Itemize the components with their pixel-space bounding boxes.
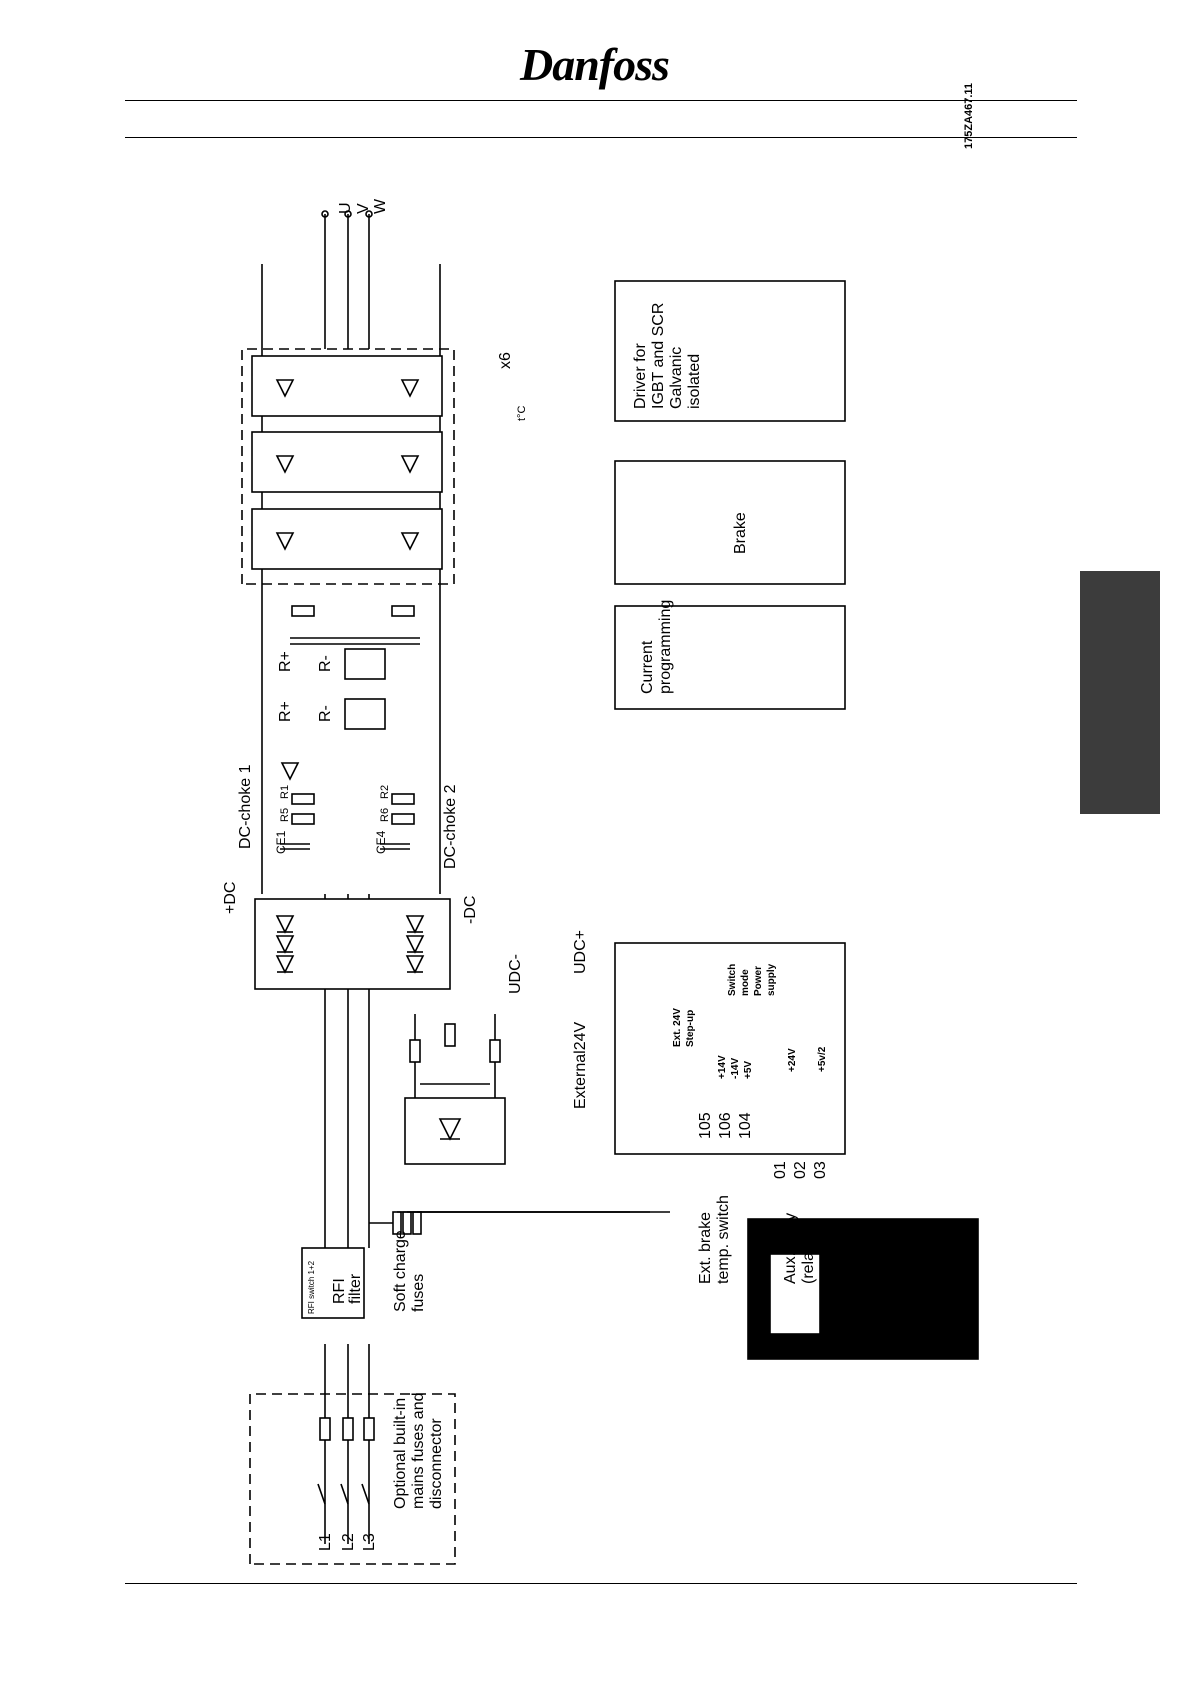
label-mode: mode [740,969,751,996]
keypad-display [769,1253,821,1335]
label-aux-relay: Aux. relay [782,1213,799,1284]
label-out-u: U [337,202,354,214]
danfoss-logo: Danfoss [520,34,670,94]
label-r2: R2 [379,785,391,799]
label-ce1: CE1 [274,830,288,854]
main-rectifier-box [254,898,451,990]
label-r-minus-1: R- [317,705,334,722]
label-rail-5v2: +5v/2 [817,1046,828,1072]
label-ext-brake: Ext. brake [697,1212,714,1284]
rectifier-diode-symbol [438,1118,462,1141]
label-rfi: RFI [331,1278,348,1304]
label-ce4: CE4 [374,830,388,854]
label-rail-minus14v: -14V [730,1058,741,1079]
brake-igbts [344,648,386,730]
label-term-03: 03 [812,1161,829,1179]
label-driver-1: Driver for [632,343,649,409]
label-step-up: Step-up [685,1010,696,1047]
disconnector-switches [317,1483,370,1505]
label-x6: x6 [497,352,514,369]
header-rule-bottom [125,137,1077,138]
label-ext-24v: Ext. 24V [672,1008,683,1047]
label-term-01: 01 [772,1161,789,1179]
label-rail-24v: +24V [787,1048,798,1072]
label-rfi-switch: RFI switch 1+2 [307,1260,316,1314]
label-fuses: fuses [410,1274,427,1312]
label-r-plus-2: R+ [277,651,294,672]
footer-rule [125,1583,1077,1584]
brand-wordmark: Danfoss [520,39,670,90]
label-optional-fuses-2: mains fuses and [410,1392,427,1509]
driver-box [614,280,846,422]
label-l1: L1 [317,1533,334,1551]
label-brake: Brake [732,512,749,554]
rfi-filter-box [301,1247,365,1319]
label-out-w: W [372,198,389,214]
label-udc-plus: UDC+ [572,930,589,974]
dc-capacitor-bank [290,605,420,645]
label-r5: R5 [279,808,291,822]
label-plus-dc: +DC [222,882,239,914]
label-rail-5v: +5V [743,1061,754,1079]
diagram-rotated-group [241,210,979,1565]
label-term-105: 105 [697,1112,714,1139]
soft-charge-fuses [369,1211,670,1235]
label-out-v: V [355,203,372,214]
current-programming-box [614,605,846,710]
label-current: Current [639,640,656,694]
label-power: Power [753,966,764,996]
label-r-plus-1: R+ [277,701,294,722]
label-external-24v: External24V [572,1022,589,1109]
optional-fuses-box [249,1393,456,1565]
rectifier-diodes [275,915,425,974]
label-minus-dc: -DC [462,896,479,924]
section-tab [1080,571,1160,814]
label-temp-switch: temp. switch [715,1195,732,1284]
label-relay-1: (relay 1) [800,1225,817,1284]
motor-outputs [321,210,373,349]
label-r6: R6 [379,808,391,822]
label-driver-2: IGBT and SCR [650,303,667,409]
label-rail-14v: +14V [717,1055,728,1079]
label-dc-choke-2: DC-choke 2 [442,784,459,869]
label-term-02: 02 [792,1161,809,1179]
label-l2: L2 [340,1533,357,1551]
label-programming: programming [657,600,674,694]
figure-id: 175ZA467.11 [963,83,975,149]
power-supply-box [614,942,846,1155]
label-dc-choke-1: DC-choke 1 [237,764,254,849]
inverter-phase-legs [251,355,443,570]
label-optional-fuses-3: disconnector [428,1418,445,1509]
label-term-106: 106 [717,1112,734,1139]
dc-link-components [280,762,415,850]
label-filter: filter [347,1273,364,1304]
label-r1: R1 [279,785,291,799]
label-switch: Switch [727,964,738,996]
brake-box [614,460,846,585]
label-l3: L3 [361,1533,378,1551]
label-driver-4: isolated [686,354,703,409]
label-r-minus-2: R- [317,655,334,672]
label-supply: supply [766,963,777,996]
label-optional-fuses-1: Optional built-in [392,1398,409,1509]
label-temp: t°C [516,406,528,421]
mains-lines [324,1344,370,1544]
label-udc-minus: UDC- [507,954,524,994]
label-driver-3: Galvanic [668,347,685,409]
mains-fuses [319,1417,375,1441]
header-rule-top [125,100,1077,101]
label-soft-charge: Soft charge [392,1230,409,1312]
soft-charge-rectifier [404,1097,506,1165]
label-term-104: 104 [737,1112,754,1139]
